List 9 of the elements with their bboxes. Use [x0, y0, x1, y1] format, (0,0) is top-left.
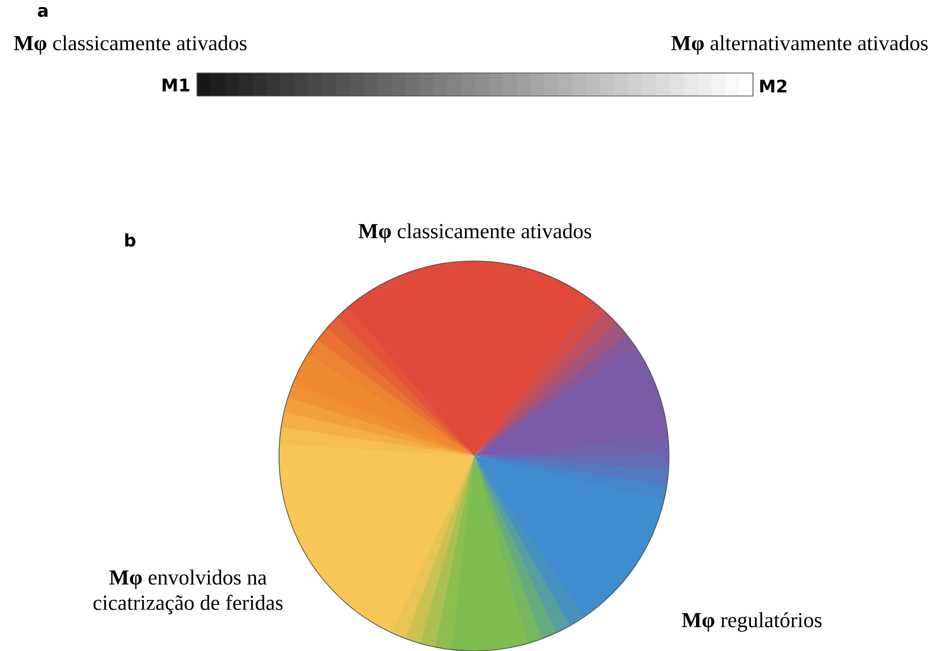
scale-end-label: M2 [760, 80, 786, 92]
panel-letter: a [38, 7, 48, 17]
sector-label: Mφ envolvidos na cicatrização de feridas [93, 570, 283, 614]
panel-letter: b [125, 233, 136, 247]
axis-label: Mφ alternativamente ativados [671, 35, 928, 55]
sector-label: Mφ classicamente ativados [358, 223, 592, 243]
sector-label: Mφ regulatórios [682, 612, 822, 632]
scale-end-label: M1 [162, 78, 190, 92]
axis-label: Mφ classicamente ativados [14, 35, 247, 55]
